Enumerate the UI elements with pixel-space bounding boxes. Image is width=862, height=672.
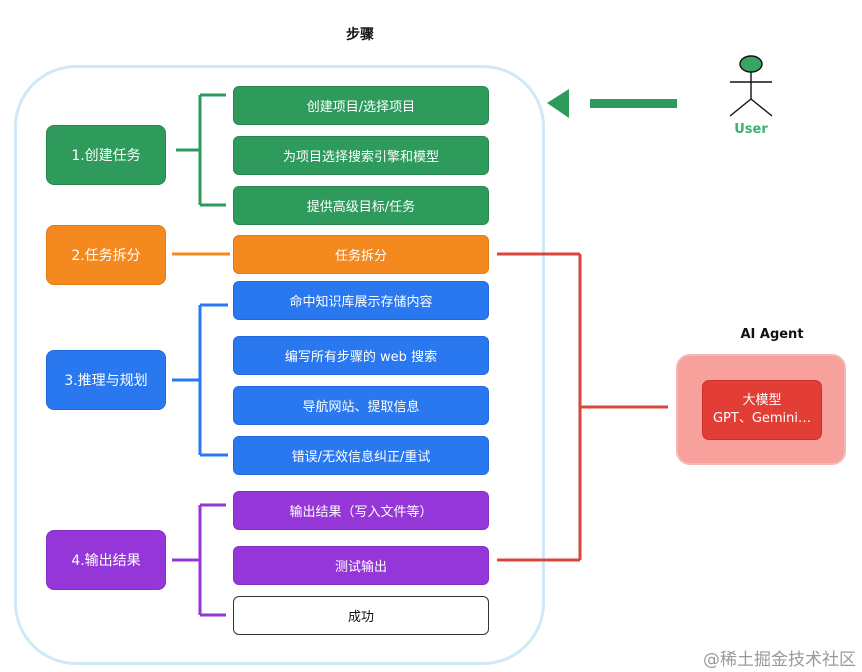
step-task-split: 任务拆分 xyxy=(233,235,489,274)
step-write-web-search: 编写所有步骤的 web 搜索 xyxy=(233,336,489,375)
step-hit-knowledge-base: 命中知识库展示存储内容 xyxy=(233,281,489,320)
watermark: @稀土掘金技术社区 xyxy=(703,650,856,670)
step-navigate-extract: 导航网站、提取信息 xyxy=(233,386,489,425)
person-icon xyxy=(729,55,773,117)
bracket-stage-4 xyxy=(172,503,226,617)
step-test-output: 测试输出 xyxy=(233,546,489,585)
left-arrow-icon xyxy=(547,89,677,118)
step-select-search-engine-model: 为项目选择搜索引擎和模型 xyxy=(233,136,489,175)
agent-connector xyxy=(497,252,668,562)
stage-label-task-split: 2.任务拆分 xyxy=(46,225,166,285)
person-head xyxy=(739,55,763,73)
arrow-shaft xyxy=(590,99,677,108)
bracket-stage-3 xyxy=(172,303,228,457)
agent-model-line2: GPT、Gemini… xyxy=(712,411,812,426)
step-create-select-project: 创建项目/选择项目 xyxy=(233,86,489,125)
person-right-leg xyxy=(750,98,773,117)
stage-label-reasoning-planning: 3.推理与规划 xyxy=(46,350,166,410)
bracket-stage-1 xyxy=(176,93,226,207)
diagram-title: 步骤 xyxy=(346,27,374,43)
steps-container xyxy=(14,65,545,665)
stage-label-create-task: 1.创建任务 xyxy=(46,125,166,185)
step-error-correct-retry: 错误/无效信息纠正/重试 xyxy=(233,436,489,475)
arrow-head xyxy=(547,89,569,118)
agent-model-line1: 大模型 xyxy=(742,393,782,408)
person-left-leg xyxy=(729,98,752,117)
step-output-result-write-file: 输出结果（写入文件等） xyxy=(233,491,489,530)
agent-title: AI Agent xyxy=(740,327,804,342)
agent-model-box: 大模型 GPT、Gemini… xyxy=(702,380,822,440)
step-provide-high-level-goal: 提供高级目标/任务 xyxy=(233,186,489,225)
stage-label-output-result: 4.输出结果 xyxy=(46,530,166,590)
step-success: 成功 xyxy=(233,596,489,635)
user-label: User xyxy=(734,122,768,137)
